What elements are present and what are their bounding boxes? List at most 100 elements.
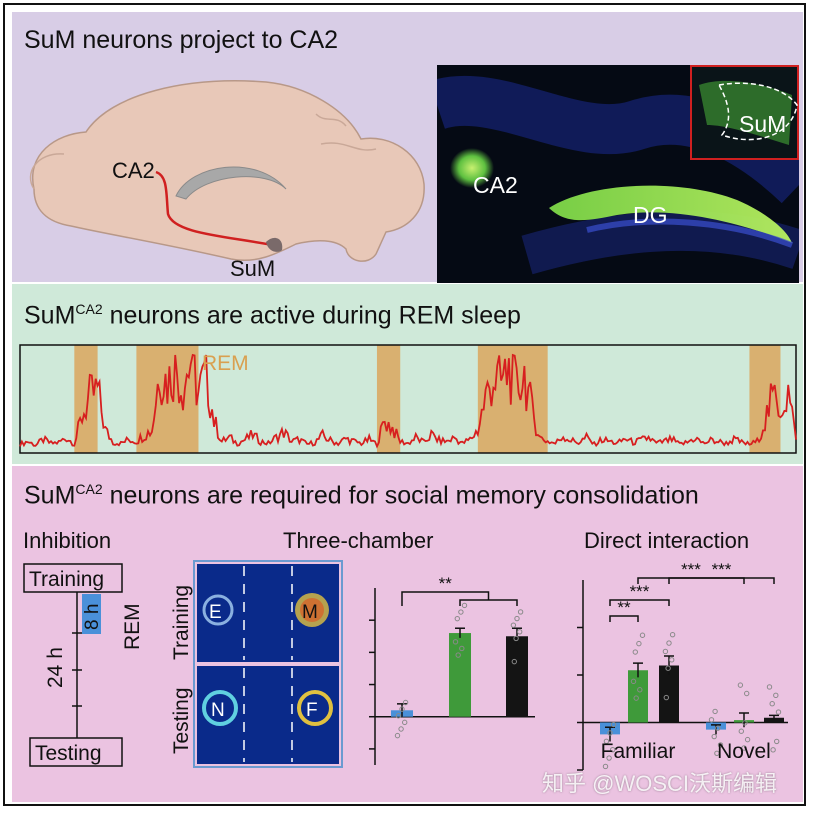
rem-band-2: [376, 345, 401, 453]
micro-label-sum: SuM: [739, 111, 786, 137]
panel-b-title-sup: CA2: [75, 301, 103, 317]
three-chamber-bar-chart: **: [369, 574, 535, 765]
rem-band-4: [749, 345, 781, 453]
data-point-3-1: [717, 742, 724, 748]
panel-a-title: SuM neurons project to CA2: [24, 26, 339, 54]
data-point-0-4: [607, 730, 613, 736]
heatmap-testing-label: Testing: [170, 687, 193, 754]
testing-box: [29, 737, 123, 767]
panel-b-title: SuMCA2 neurons are active during REM sle…: [24, 301, 521, 330]
heatmap-f: F: [306, 700, 318, 721]
inhibition-8h-bar: [82, 594, 101, 634]
data-point-2-2: [662, 648, 669, 655]
inhibition-timeline: Training Testing 8 h REM 24 h: [23, 563, 144, 767]
data-point-1-5: [452, 639, 459, 645]
activity-trace-line: [19, 353, 797, 449]
data-point-3-3: [715, 725, 721, 731]
data-point-5-3: [766, 684, 773, 690]
sig-label-0: **: [439, 574, 453, 593]
bar-2: [659, 665, 679, 723]
data-point-3-0: [714, 750, 720, 757]
data-point-0-1: [606, 755, 612, 761]
ca2-sum-tract: [155, 170, 279, 248]
heatmap-training: E M: [197, 564, 339, 662]
data-point-0-4: [399, 706, 405, 712]
brain-label-sum: SuM: [230, 256, 275, 281]
timeline-rem: REM: [121, 603, 144, 650]
data-point-0-0: [394, 732, 401, 739]
data-point-1-3: [633, 695, 639, 701]
data-point-3-5: [712, 708, 718, 715]
panel-c-title-rest: neurons are required for social memory c…: [102, 481, 699, 510]
data-point-2-2: [510, 622, 517, 628]
inhibition-label: Inhibition: [23, 528, 112, 553]
heatmap-m: M: [302, 602, 318, 623]
panel-b-title-main: SuM: [24, 301, 76, 330]
sig-bracket-3: [668, 577, 775, 584]
panel-b-title-rest: neurons are active during REM sleep: [102, 301, 521, 330]
brain-sagittal-diagram: CA2 SuM: [29, 80, 425, 281]
timeline-ticks: [72, 632, 82, 707]
data-point-3-2: [711, 733, 717, 740]
data-point-5-1: [769, 701, 775, 707]
heatmap-n: N: [211, 700, 225, 721]
dg-blue-edge: [586, 218, 794, 248]
sig-bracket-1: [609, 599, 670, 606]
ca2-fluorescence: [450, 148, 494, 188]
microscopy-svg: CA2 DG SuM: [437, 65, 799, 275]
tissue-blue-lower: [521, 210, 799, 275]
micro-label-dg: DG: [633, 202, 668, 228]
panel-c-title-main: SuM: [24, 481, 76, 510]
olfactory-bulb: [29, 153, 65, 190]
x-label-novel: Novel: [717, 740, 771, 763]
data-point-1-1: [458, 609, 464, 615]
three-chamber-label: Three-chamber: [283, 528, 434, 553]
panel-c-title: SuMCA2 neurons are required for social m…: [24, 481, 699, 510]
micro-label-ca2: CA2: [473, 172, 518, 198]
data-point-1-5: [630, 678, 637, 685]
data-point-1-4: [637, 687, 643, 693]
data-point-0-5: [610, 721, 617, 728]
data-point-0-3: [603, 738, 610, 744]
data-point-0-3: [395, 713, 402, 719]
brain-label-ca2: CA2: [112, 158, 155, 183]
data-point-1-0: [632, 649, 639, 655]
bar-1: [449, 633, 471, 717]
data-point-1-2: [639, 632, 646, 638]
data-point-4-1: [737, 682, 744, 688]
rem-trace-chart: REM: [19, 344, 797, 454]
data-point-4-3: [744, 736, 751, 743]
data-point-5-2: [773, 692, 779, 699]
data-point-2-0: [665, 665, 671, 671]
heatmap-testing: N F: [197, 666, 339, 764]
sig-bracket-0: [609, 615, 639, 622]
sig-label-0: **: [617, 598, 631, 617]
data-point-2-5: [511, 658, 518, 665]
heatmap-border: [193, 560, 343, 768]
data-point-3-4: [708, 717, 715, 723]
rem-label: REM: [202, 352, 249, 375]
trace-frame: [19, 344, 797, 454]
sum-nucleus: [266, 237, 283, 252]
data-point-1-3: [455, 652, 461, 658]
data-point-2-5: [663, 694, 670, 701]
bar-2: [506, 636, 528, 717]
heatmap-e: E: [209, 602, 222, 623]
sum-inset-fluor: [699, 80, 792, 145]
data-point-0-5: [402, 699, 409, 706]
timeline-8h: 8 h: [82, 604, 103, 630]
sig-bracket-0: [401, 591, 490, 606]
data-point-1-1: [636, 640, 642, 647]
data-point-2-4: [517, 609, 524, 615]
panel-projection: SuM neurons project to CA2 CA2 SuM: [12, 12, 803, 284]
data-point-1-2: [461, 602, 468, 609]
sig-label-3: ***: [712, 560, 732, 579]
training-box-label: Training: [29, 568, 104, 591]
data-point-1-4: [459, 645, 465, 652]
training-box: [23, 563, 123, 593]
data-point-4-2: [741, 745, 747, 751]
sig-bracket-sub-0: [459, 599, 518, 606]
testing-box-label: Testing: [35, 742, 102, 765]
data-point-5-4: [770, 747, 776, 753]
